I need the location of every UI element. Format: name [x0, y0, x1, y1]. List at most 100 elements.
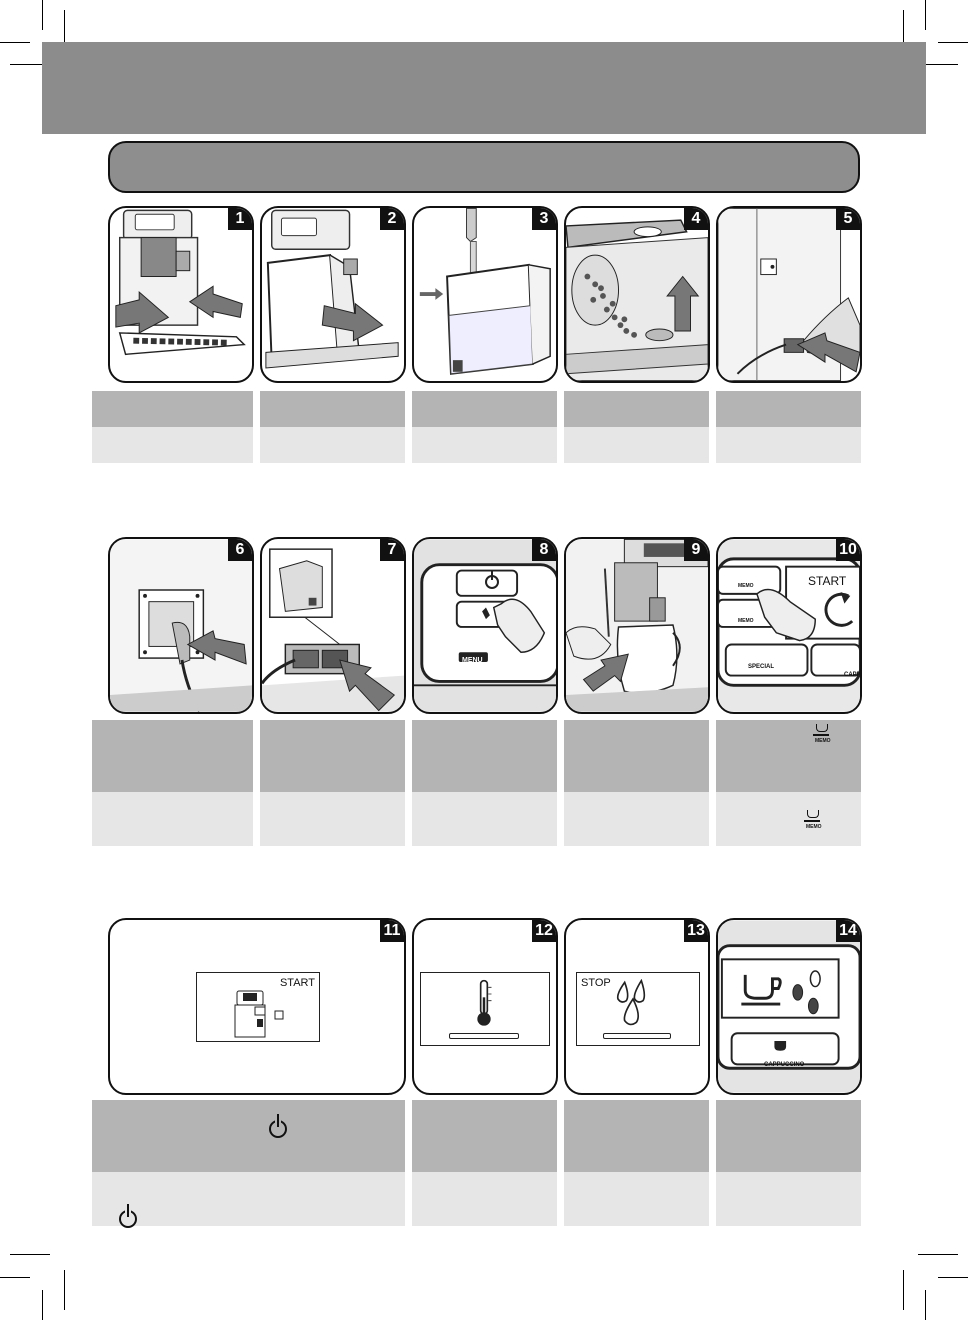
step-10-illustration — [718, 539, 860, 712]
step-9-text-cell — [564, 792, 709, 846]
step-panel-2: 2 — [260, 206, 406, 383]
step-14-illustration — [718, 920, 860, 1093]
display-start-text: START — [808, 574, 847, 588]
step-13-title-cell — [564, 1100, 709, 1172]
step-6-illustration — [110, 539, 252, 712]
step-6-title-cell — [92, 720, 253, 792]
step-14-title-cell — [716, 1100, 861, 1172]
cappuccino-button-label: CAPP — [844, 672, 861, 678]
step-7-illustration — [262, 548, 404, 712]
step-12-title-cell — [412, 1100, 557, 1172]
crop-mark — [0, 42, 30, 43]
step-panel-6: 6 — [108, 537, 254, 714]
crop-mark — [925, 0, 926, 30]
crop-mark — [42, 0, 43, 30]
header-banner — [42, 42, 926, 134]
machine-display: STOP — [576, 972, 700, 1046]
step-panel-8: MENU 8 — [412, 537, 558, 714]
step-panel-10: START MEMO MEMO SPECIAL CAPP 10 — [716, 537, 862, 714]
step-panel-3: 3 — [412, 206, 558, 383]
step-4-illustration — [566, 219, 708, 381]
memo-cup-icon — [804, 810, 820, 828]
step-2-text-cell — [260, 427, 405, 463]
step-number: 11 — [380, 920, 404, 942]
step-1-text-cell — [92, 427, 253, 463]
step-1-illustration — [115, 209, 246, 356]
crop-mark — [918, 64, 958, 65]
power-icon-bar — [125, 1204, 131, 1217]
section-title-bar — [108, 141, 860, 193]
step-9-illustration — [566, 539, 708, 712]
step-number: 14 — [836, 920, 860, 942]
progress-bar — [449, 1033, 519, 1039]
step-8-text-cell — [412, 792, 557, 846]
step-5-text-cell — [716, 427, 861, 463]
machine-icon — [234, 990, 284, 1038]
crop-mark — [903, 10, 904, 50]
step-panel-7: 7 — [260, 537, 406, 714]
step-number: 3 — [532, 208, 556, 230]
step-11-text-cell — [92, 1172, 405, 1228]
power-icon-bar — [491, 570, 493, 580]
step-3-illustration — [419, 208, 551, 375]
step-8-title-cell — [412, 720, 557, 792]
step-7-text-cell — [260, 792, 405, 846]
crop-mark — [918, 1254, 958, 1255]
step-13-text-cell — [564, 1172, 709, 1226]
crop-mark — [64, 10, 65, 50]
step-number: 13 — [684, 920, 708, 942]
step-number: 12 — [532, 920, 556, 942]
step-number: 7 — [380, 539, 404, 561]
menu-button-label: MENU — [462, 657, 483, 664]
step-4-text-cell — [564, 427, 709, 463]
step-panel-14: CAPPUCCINO 14 — [716, 918, 862, 1095]
thermometer-icon — [477, 979, 492, 1026]
special-button-label: SPECIAL — [748, 664, 775, 670]
step-number: 9 — [684, 539, 708, 561]
machine-display — [420, 972, 550, 1046]
display-stop-text: STOP — [581, 977, 611, 989]
step-6-text-cell — [92, 792, 253, 846]
step-panel-13: STOP 13 — [564, 918, 710, 1095]
cappuccino-button-label: CAPPUCCINO — [764, 1062, 805, 1068]
step-number: 2 — [380, 208, 404, 230]
progress-bar — [603, 1033, 671, 1039]
step-11-title-cell — [92, 1100, 405, 1172]
step-panel-11: START 11 — [108, 918, 406, 1095]
step-number: 10 — [836, 539, 860, 561]
crop-mark — [903, 1270, 904, 1310]
step-number: 1 — [228, 208, 252, 230]
memo-button-label: MEMO — [738, 583, 754, 589]
crop-mark — [938, 42, 968, 43]
water-drops-icon — [616, 979, 646, 1026]
memo-button-label: MEMO — [738, 618, 754, 624]
crop-mark — [10, 64, 50, 65]
memo-icon-label: MEMO — [815, 738, 831, 744]
step-panel-9: 9 — [564, 537, 710, 714]
display-start-text: START — [279, 977, 315, 989]
crop-mark — [0, 1277, 30, 1278]
step-number: 5 — [836, 208, 860, 230]
step-10-text-cell: MEMO — [716, 792, 861, 846]
machine-display: START — [196, 972, 320, 1042]
step-12-text-cell — [412, 1172, 557, 1226]
step-14-text-cell — [716, 1172, 861, 1226]
step-9-title-cell — [564, 720, 709, 792]
step-number: 4 — [684, 208, 708, 230]
memo-icon-label: MEMO — [806, 824, 822, 830]
crop-mark — [925, 1290, 926, 1320]
crop-mark — [64, 1270, 65, 1310]
step-8-illustration — [414, 539, 556, 712]
step-10-title-cell: MEMO — [716, 720, 861, 792]
step-7-title-cell — [260, 720, 405, 792]
step-panel-5: 5 — [716, 206, 862, 383]
step-panel-4: 4 — [564, 206, 710, 383]
crop-mark — [10, 1254, 50, 1255]
step-1-title-cell — [92, 391, 253, 427]
step-4-title-cell — [564, 391, 709, 427]
crop-mark — [42, 1290, 43, 1320]
step-number: 8 — [532, 539, 556, 561]
step-5-title-cell — [716, 391, 861, 427]
crop-mark — [938, 1277, 968, 1278]
step-2-title-cell — [260, 391, 405, 427]
